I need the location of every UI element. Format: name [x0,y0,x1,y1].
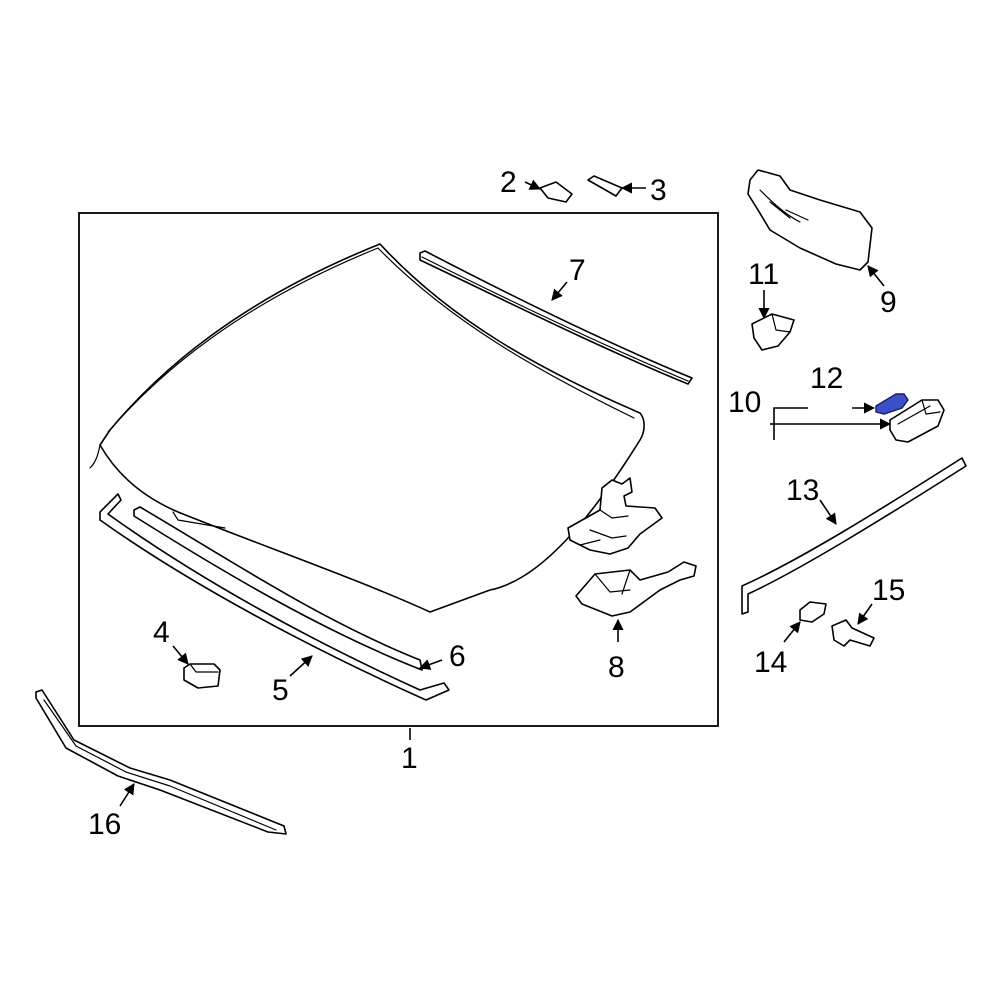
part-3-strip[interactable] [587,175,623,197]
callout-16: 16 [88,808,121,841]
clip-part-14[interactable] [799,601,827,623]
callout-15: 15 [872,574,905,607]
part-2-tag[interactable] [539,181,573,203]
sensor-bracket-lower[interactable] [575,561,697,617]
clip-part-11[interactable] [751,313,795,351]
callout-1: 1 [401,742,418,775]
sensor-bracket-upper[interactable] [567,477,663,555]
upper-molding-strip[interactable] [419,250,693,385]
sensor-module-part-10[interactable] [889,399,945,443]
rearview-mirror[interactable] [747,169,873,271]
callout-6: 6 [449,640,466,673]
callout-7: 7 [569,254,586,287]
leader-lines [119,179,892,807]
clip-part-4[interactable] [183,663,221,689]
callout-2: 2 [500,166,517,199]
windshield-glass[interactable] [89,243,645,613]
callout-8: 8 [608,651,625,684]
callout-9: 9 [880,286,897,319]
callout-12: 12 [810,362,843,395]
side-molding-part-13[interactable] [741,457,967,615]
callout-3: 3 [650,174,667,207]
callout-4: 4 [153,616,170,649]
lower-outer-molding[interactable] [99,493,450,701]
part-12-pad-highlighted[interactable] [875,393,909,415]
push-pin-part-15[interactable] [831,619,875,647]
callout-14: 14 [754,646,787,679]
lower-inner-molding[interactable] [133,506,423,671]
callout-10: 10 [728,386,761,419]
callout-11: 11 [748,258,779,291]
callout-5: 5 [272,674,289,707]
cowl-strip-part-16[interactable] [35,689,287,835]
callout-13: 13 [786,474,819,507]
assembly-frame [78,212,719,727]
